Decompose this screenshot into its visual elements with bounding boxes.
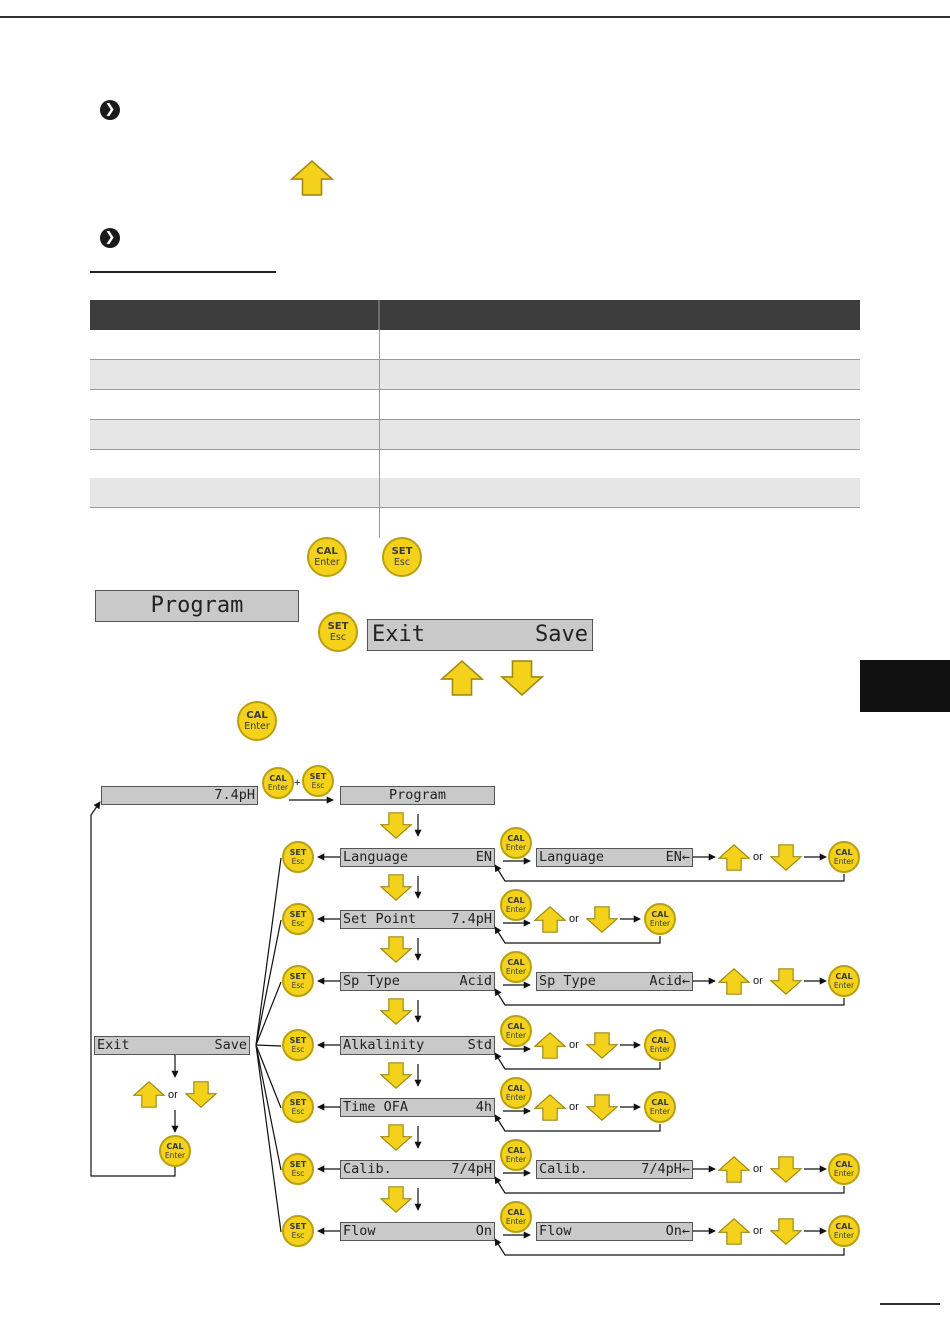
down-arrow-icon[interactable] xyxy=(770,844,802,871)
or-label: or xyxy=(753,1225,763,1237)
up-arrow-icon[interactable] xyxy=(534,1094,566,1121)
connector-line xyxy=(494,1052,661,1070)
or-label: or xyxy=(569,1039,579,1051)
table-row xyxy=(90,478,860,508)
or-label: or xyxy=(569,1101,579,1113)
table-divider xyxy=(379,330,380,538)
down-arrow-icon[interactable] xyxy=(380,936,412,963)
down-arrow-icon[interactable] xyxy=(586,1032,618,1059)
program-lcd: Program xyxy=(95,590,299,622)
connector-line xyxy=(494,1176,845,1194)
down-arrow-icon[interactable] xyxy=(586,1094,618,1121)
down-arrow-icon[interactable] xyxy=(770,1218,802,1245)
plus-label: + xyxy=(294,777,301,789)
down-arrow-icon[interactable] xyxy=(380,1124,412,1151)
table-row xyxy=(90,390,860,420)
chevron-right-icon: ❯ xyxy=(100,228,120,248)
program-lcd-small: Program xyxy=(340,786,495,805)
down-arrow-icon[interactable] xyxy=(380,1062,412,1089)
down-arrow-icon[interactable] xyxy=(380,998,412,1025)
down-arrow-icon[interactable] xyxy=(770,968,802,995)
or-label: or xyxy=(569,913,579,925)
menu-lcd: Calib.7/4pH xyxy=(340,1160,495,1179)
table-row xyxy=(90,420,860,450)
down-arrow-icon[interactable] xyxy=(380,874,412,901)
up-arrow-icon[interactable] xyxy=(718,968,750,995)
connector-line xyxy=(494,988,845,1006)
up-arrow-icon[interactable] xyxy=(718,1156,750,1183)
table-row xyxy=(90,360,860,390)
table-header xyxy=(90,300,860,330)
table-row xyxy=(90,330,860,360)
down-arrow-icon[interactable] xyxy=(380,812,412,839)
down-arrow-icon[interactable] xyxy=(586,906,618,933)
edit-lcd: Calib.7/4pH← xyxy=(536,1160,693,1179)
up-arrow-icon[interactable] xyxy=(534,906,566,933)
connector-line xyxy=(494,864,845,882)
page-number-rule xyxy=(880,1303,940,1305)
up-arrow-icon[interactable] xyxy=(534,1032,566,1059)
home-lcd: 7.4pH xyxy=(101,786,258,805)
section-tab xyxy=(860,660,950,712)
connector-line xyxy=(494,926,661,944)
or-label: or xyxy=(753,1163,763,1175)
down-arrow-icon[interactable] xyxy=(185,1081,217,1108)
connector-line xyxy=(494,1238,845,1256)
connector-line xyxy=(494,1114,661,1132)
up-arrow-icon[interactable] xyxy=(718,844,750,871)
or-label: or xyxy=(753,975,763,987)
chevron-right-icon: ❯ xyxy=(100,100,120,120)
or-label: or xyxy=(168,1089,178,1101)
down-arrow-icon[interactable] xyxy=(770,1156,802,1183)
up-arrow-icon[interactable] xyxy=(133,1081,165,1108)
up-arrow-icon[interactable] xyxy=(718,1218,750,1245)
down-arrow-icon[interactable] xyxy=(380,1186,412,1213)
top-rule xyxy=(0,16,950,18)
section-underline xyxy=(90,271,276,273)
or-label: or xyxy=(753,851,763,863)
